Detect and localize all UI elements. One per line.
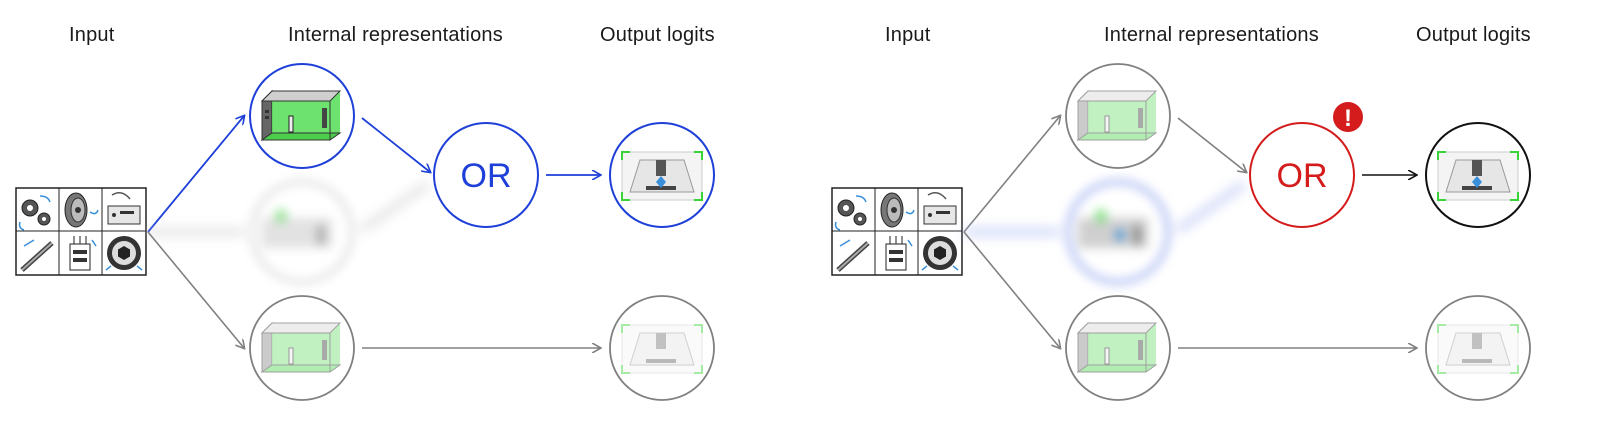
header-input: Input	[69, 24, 115, 46]
bearing-icon	[105, 236, 143, 271]
alert-icon: !	[1333, 102, 1363, 132]
input-to-top-arrow	[147, 116, 244, 233]
input-to-bottom-arrow	[147, 231, 244, 348]
right-diagram: OR !	[831, 63, 1531, 401]
header-output-logits: Output logits	[600, 24, 715, 46]
header-internal-representations: Internal representations	[288, 24, 503, 46]
room-3d-icon	[260, 89, 342, 141]
motor-icon	[64, 192, 99, 228]
header-internal-representations: Internal representations	[1104, 24, 1319, 46]
header-input: Input	[885, 24, 931, 46]
or-label: OR	[461, 157, 512, 195]
input-to-bottom-arrow	[963, 231, 1060, 348]
control-box-icon	[107, 192, 141, 225]
output-logit-bottom	[609, 295, 715, 401]
internal-representation-top	[249, 63, 355, 169]
gears-icon	[18, 195, 51, 231]
right-panel: Input Internal representations Output lo…	[816, 0, 1600, 431]
internal-representation-middle	[250, 180, 354, 284]
top-to-or-arrow	[361, 117, 430, 172]
input-to-top-arrow	[963, 116, 1060, 233]
or-node: OR	[1249, 122, 1355, 228]
control-box-icon	[923, 192, 957, 225]
output-logit-top	[1425, 122, 1531, 228]
left-panel: Input Internal representations Output lo…	[15, 24, 715, 401]
gears-icon	[834, 195, 867, 231]
output-frame-icon	[1437, 151, 1519, 201]
internal-representation-bottom	[1065, 295, 1171, 401]
middle-to-or-arrow	[1176, 182, 1246, 232]
internal-representation-bottom	[249, 295, 355, 401]
alert-symbol: !	[1344, 105, 1352, 132]
header-output-logits: Output logits	[1416, 24, 1531, 46]
or-node: OR	[433, 122, 539, 228]
contactor-icon	[885, 236, 913, 271]
or-label: OR	[1277, 157, 1328, 195]
robot-arm-icon	[836, 239, 870, 272]
robot-arm-icon	[20, 239, 54, 272]
input-image-grid	[15, 187, 147, 276]
internal-representation-middle	[1065, 179, 1171, 285]
motor-icon	[880, 192, 915, 228]
input-image-grid	[831, 187, 963, 276]
top-to-or-arrow	[1177, 117, 1246, 172]
output-logit-top	[609, 122, 715, 228]
internal-representation-top	[1065, 63, 1171, 169]
bearing-icon	[921, 236, 959, 271]
left-diagram: OR	[15, 63, 715, 401]
middle-to-or-arrow	[360, 182, 430, 232]
output-frame-icon	[621, 151, 703, 201]
contactor-icon	[69, 236, 97, 271]
output-logit-bottom	[1425, 295, 1531, 401]
